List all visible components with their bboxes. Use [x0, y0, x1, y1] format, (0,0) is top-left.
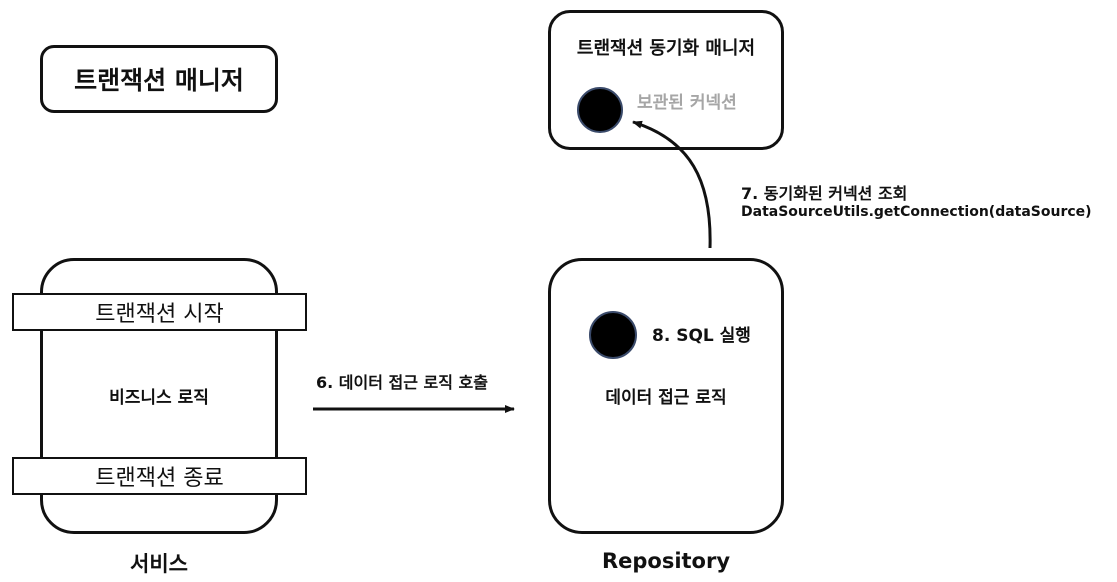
- service-caption: 서비스: [130, 552, 188, 576]
- lookup-arrow-label-line2: DataSourceUtils.getConnection(dataSource…: [741, 204, 1092, 220]
- sql-connection-dot: [589, 311, 637, 359]
- repository-caption: Repository: [601, 549, 731, 573]
- stored-connection-dot: [577, 87, 623, 133]
- transaction-end-band: 트랜잭션 종료: [12, 457, 307, 495]
- sync-manager-title: 트랜잭션 동기화 매니저: [576, 38, 756, 59]
- transaction-manager-title: 트랜잭션 매니저: [74, 66, 244, 95]
- call-arrow-label: 6. 데이터 접근 로직 호출: [316, 373, 488, 392]
- repository-box: [548, 258, 784, 534]
- lookup-arrow-label-line1: 7. 동기화된 커넥션 조회: [741, 184, 908, 203]
- transaction-start-band: 트랜잭션 시작: [12, 293, 307, 331]
- stored-connection-label: 보관된 커넥션: [637, 93, 737, 113]
- business-logic-label: 비즈니스 로직: [109, 388, 209, 408]
- sync-manager-box: [548, 10, 784, 150]
- sql-execute-label: 8. SQL 실행: [652, 326, 751, 346]
- data-access-logic-label: 데이터 접근 로직: [605, 388, 727, 408]
- transaction-manager-box: 트랜잭션 매니저: [40, 45, 278, 113]
